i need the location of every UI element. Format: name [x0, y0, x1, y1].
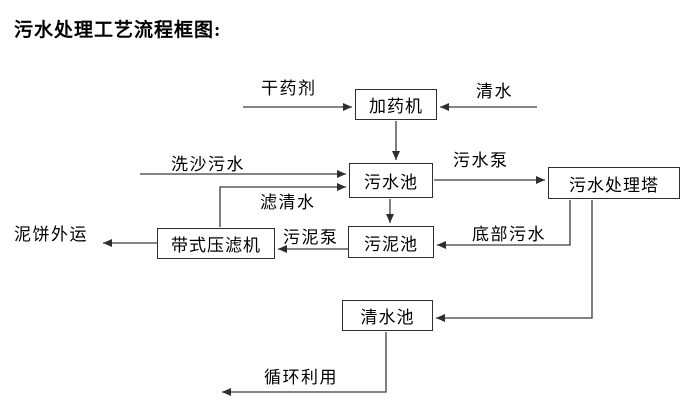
edge-label-dry-chemical: 干药剂 — [261, 79, 317, 98]
edge-recycling-arrow — [222, 332, 387, 396]
node-dosing-machine: 加药机 — [355, 89, 437, 120]
edge-bottom-sewage-arrow — [437, 200, 571, 249]
edge-label-clear-water: 清水 — [476, 82, 513, 101]
node-sewage-treatment-tower: 污水处理塔 — [548, 167, 680, 199]
edge-label-sludge-pump: 污泥泵 — [283, 228, 339, 247]
edge-label-bottom-sewage: 底部污水 — [472, 225, 546, 244]
node-sewage-pool: 污水池 — [349, 163, 433, 198]
edge-label-sand-washing-sewage: 洗沙污水 — [171, 155, 245, 174]
node-belt-filter-press: 带式压滤机 — [157, 228, 275, 259]
node-clear-water-pool: 清水池 — [342, 300, 433, 331]
edge-tower-to-clearpool-arrow — [436, 200, 593, 322]
node-sludge-pool: 污泥池 — [348, 226, 434, 258]
edge-label-filtered-clear-water: 滤清水 — [260, 193, 316, 212]
edge-label-sewage-pump: 污水泵 — [453, 151, 509, 170]
edge-label-recycling: 循环利用 — [264, 368, 338, 387]
diagram-title: 污水处理工艺流程框图: — [14, 20, 222, 41]
edge-label-mud-cake-transport: 泥饼外运 — [14, 225, 88, 244]
edge-filtered-water-arrow — [219, 183, 346, 227]
